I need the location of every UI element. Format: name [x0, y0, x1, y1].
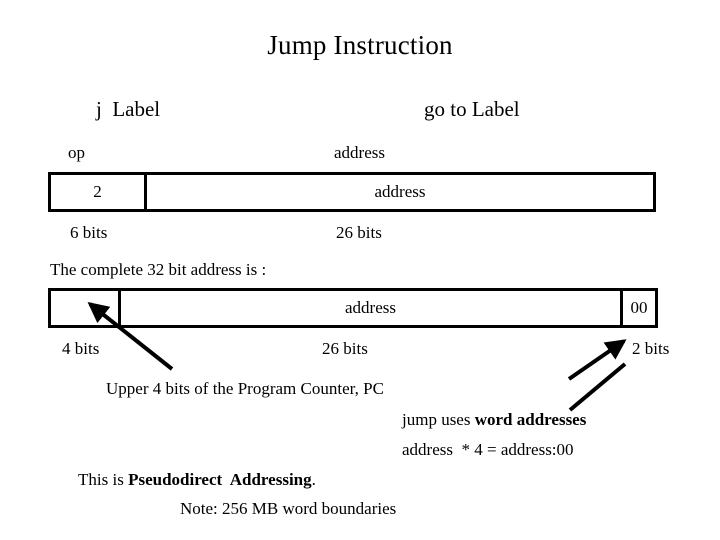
- bit-width-op: 6 bits: [70, 223, 108, 242]
- cell-op-value: 2: [51, 175, 147, 209]
- bit-width-address: 26 bits: [336, 223, 382, 242]
- assembly-meaning: go to Label: [424, 97, 520, 121]
- cell-low-two-bits: 00: [630, 298, 648, 317]
- bit-width-pc-upper: 4 bits: [62, 339, 100, 358]
- instruction-format-table: 2 address: [48, 172, 656, 212]
- note-upper-pc-bits: Upper 4 bits of the Program Counter, PC: [106, 379, 384, 398]
- note-pseudodirect-suffix: .: [311, 470, 316, 489]
- bit-width-low-two-bits: 2 bits: [632, 339, 670, 358]
- cell-address-value: address: [374, 182, 426, 201]
- full-address-caption: The complete 32 bit address is :: [50, 260, 267, 279]
- note-word-addresses-prefix: jump uses: [402, 410, 475, 429]
- cell-full-address-value: address: [121, 291, 623, 325]
- note-word-addresses-emphasis: word addresses: [474, 410, 587, 429]
- note-address-multiply: address * 4 = address:00: [402, 440, 574, 459]
- page-title: Jump Instruction: [267, 30, 453, 60]
- field-header-address: address: [334, 143, 385, 162]
- full-address-table: address 00: [48, 288, 658, 328]
- bit-width-full-address: 26 bits: [322, 339, 368, 358]
- arrow-to-low-two-bits-cell: [567, 339, 627, 381]
- note-word-boundaries: Note: 256 MB word boundaries: [180, 499, 397, 518]
- assembly-mnemonic: j Label: [96, 97, 161, 121]
- note-pseudodirect-prefix: This is: [78, 470, 129, 489]
- field-header-op: op: [68, 143, 85, 162]
- note-pseudodirect-emphasis: Pseudodirect Addressing: [128, 470, 312, 489]
- arrow-to-word-addresses-note: [568, 362, 627, 412]
- note-word-addresses: jump uses word addresses: [402, 409, 586, 431]
- cell-pc-upper-bits: [51, 291, 121, 325]
- note-pseudodirect: This is Pseudodirect Addressing.: [78, 469, 316, 491]
